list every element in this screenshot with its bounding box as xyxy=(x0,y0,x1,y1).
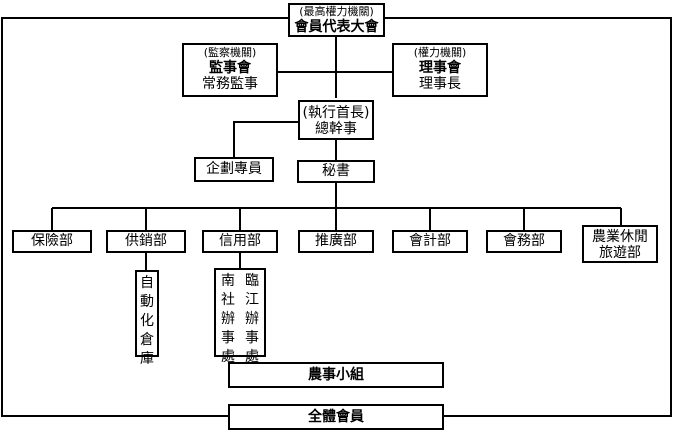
outer-frame-right xyxy=(385,17,672,417)
directors-box: (權力機關) 理事會 理事長 xyxy=(392,43,488,97)
supervisors-note: (監察機關) xyxy=(203,46,257,59)
dept-label: 供銷部 xyxy=(125,233,167,250)
branch-linjiang: 臨江辦事處 xyxy=(245,273,259,365)
planning-box: 企劃專員 xyxy=(194,157,274,182)
dept-leisure-tourism: 農業休閒 旅遊部 xyxy=(582,225,658,263)
assembly-note: (最高權力機關) xyxy=(299,5,374,18)
warehouse-box: 自動化倉庫 xyxy=(135,270,159,367)
directors-leader: 理事長 xyxy=(419,75,461,92)
dept-extension: 推廣部 xyxy=(298,230,374,253)
directors-note: (權力機關) xyxy=(413,46,467,59)
dept-supply-marketing: 供銷部 xyxy=(106,230,186,253)
all-members-box: 全體會員 xyxy=(228,404,444,430)
dept-insurance: 保險部 xyxy=(12,230,92,253)
outer-frame xyxy=(1,17,288,417)
warehouse-label: 自動化倉庫 xyxy=(140,275,154,367)
executive-title: 總幹事 xyxy=(315,121,357,138)
assembly-box: (最高權力機關) 會員代表大會 xyxy=(288,3,385,37)
planning-label: 企劃專員 xyxy=(206,161,262,178)
dept-label: 會計部 xyxy=(409,233,451,250)
secretary-box: 秘書 xyxy=(297,160,375,183)
dept-leisure-line2: 旅遊部 xyxy=(599,245,641,262)
farming-group-box: 農事小組 xyxy=(228,362,444,388)
dept-label: 會務部 xyxy=(503,233,545,250)
dept-credit: 信用部 xyxy=(202,230,278,253)
branch-nanshe: 南社辦事處 xyxy=(221,273,235,365)
branches-box: 臨江辦事處 南社辦事處 xyxy=(214,268,266,365)
directors-title: 理事會 xyxy=(419,59,461,76)
farming-group-label: 農事小組 xyxy=(308,366,364,383)
executive-note: (執行首長) xyxy=(302,105,370,121)
assembly-title: 會員代表大會 xyxy=(294,18,379,35)
supervisors-box: (監察機關) 監事會 常務監事 xyxy=(182,43,278,97)
dept-label: 信用部 xyxy=(219,233,261,250)
dept-accounting: 會計部 xyxy=(392,230,468,253)
dept-member-affairs: 會務部 xyxy=(486,230,562,253)
supervisors-leader: 常務監事 xyxy=(202,75,258,92)
executive-box: (執行首長) 總幹事 xyxy=(298,100,374,140)
dept-leisure-line1: 農業休閒 xyxy=(592,229,648,245)
dept-label: 保險部 xyxy=(31,233,73,250)
supervisors-title: 監事會 xyxy=(209,59,251,76)
planning-link xyxy=(233,121,298,157)
secretary-label: 秘書 xyxy=(322,163,350,180)
all-members-label: 全體會員 xyxy=(308,408,364,425)
dept-label: 推廣部 xyxy=(315,233,357,250)
